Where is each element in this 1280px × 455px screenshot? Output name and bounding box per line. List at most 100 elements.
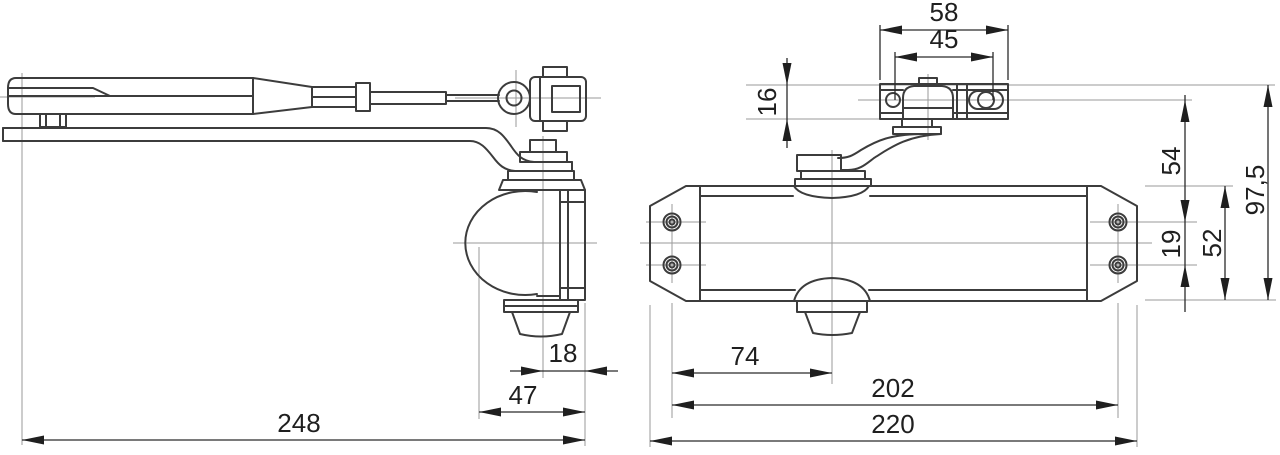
dim-arrow (1263, 85, 1273, 107)
dim-19: 19 (1156, 230, 1190, 287)
dim-arrow (650, 436, 672, 446)
mounting-hole-inner (1114, 218, 1122, 226)
dim-arrow (563, 435, 585, 445)
dim-label-18: 18 (549, 338, 578, 368)
front-view-arm (794, 133, 942, 187)
dim-label-202: 202 (871, 373, 914, 403)
dim-arrow (1220, 278, 1230, 300)
main-arm-step (7, 87, 111, 97)
dim-arrow (810, 368, 832, 378)
dim-97-5: 97,5 (1240, 85, 1273, 300)
body-outline (649, 185, 1138, 302)
front-arm-upper-edge (837, 133, 926, 159)
side-view-body (464, 189, 586, 338)
mounting-hole-mid (665, 258, 679, 272)
dim-label-58: 58 (930, 0, 959, 27)
rail-plate-dividers (956, 83, 968, 120)
dim-arrow (672, 368, 694, 378)
pivot-nut (39, 113, 67, 128)
dim-arrow (971, 52, 993, 62)
mounting-hole-inner (668, 261, 676, 269)
dim-arrow (880, 25, 902, 35)
dim-74: 74 (672, 341, 832, 378)
knuckle-top-tab (918, 77, 938, 87)
flat-arm-upper-edge (2, 127, 573, 163)
bottom-boss-foot (804, 311, 861, 336)
dim-arrow (895, 52, 917, 62)
front-view-body (649, 185, 1138, 336)
mounting-hole-mid (665, 215, 679, 229)
spindle-base (498, 179, 586, 191)
dim-label-16: 16 (752, 88, 782, 117)
bottom-spindle-boss (793, 277, 871, 302)
dim-label-220: 220 (871, 409, 914, 439)
mounting-hole-outer (662, 212, 682, 232)
side-view-lower-arm (2, 127, 573, 172)
mounting-hole-mid (1111, 215, 1125, 229)
front-arm-lower-edge (840, 133, 942, 171)
dim-label-45: 45 (930, 24, 959, 54)
clevis-inner (551, 85, 581, 113)
mounting-hole-mid (1111, 258, 1125, 272)
body-dome-links (536, 189, 561, 297)
adjust-collar (355, 82, 371, 112)
dim-arrow (479, 407, 501, 417)
rail-slot-screw (977, 91, 995, 109)
flat-arm-caps (2, 127, 573, 172)
dim-label-248: 248 (277, 408, 320, 438)
top-spindle-boss (793, 185, 870, 199)
knuckle-shaft-plate (892, 126, 942, 135)
arm-taper (252, 77, 313, 115)
arm-eye-inner (505, 89, 523, 107)
dim-248: 248 (22, 408, 585, 445)
dim-arrow (782, 119, 792, 141)
dim-arrow (563, 407, 585, 417)
front-arm-shoe (796, 154, 842, 172)
dim-arrow (22, 435, 44, 445)
dim-label-19: 19 (1156, 230, 1186, 259)
front-view-rail-bracket (879, 77, 1009, 135)
mounting-hole-inner (668, 218, 676, 226)
mounting-hole-inner (1114, 261, 1122, 269)
mounting-holes (662, 212, 1128, 275)
body-back-plate-lines (559, 189, 586, 301)
dim-18: 18 (510, 338, 618, 376)
dim-label-74: 74 (731, 341, 760, 371)
dim-arrow (521, 366, 543, 376)
threaded-rod (369, 91, 447, 105)
clevis-top-tab (542, 66, 568, 78)
side-view-arm (7, 66, 587, 132)
dim-arrow (1220, 186, 1230, 208)
dim-47: 47 (479, 380, 585, 417)
dim-220: 220 (650, 409, 1137, 446)
dim-arrow (585, 366, 607, 376)
dim-arrow (1096, 400, 1118, 410)
dim-arrow (1263, 278, 1273, 300)
clevis-bottom-tab (542, 120, 568, 132)
mounting-hole-outer (1108, 212, 1128, 232)
dim-label-54: 54 (1156, 147, 1186, 176)
mounting-hole-outer (1108, 255, 1128, 275)
mounting-hole-outer (662, 255, 682, 275)
dim-label-52: 52 (1197, 229, 1227, 258)
dim-58: 58 (879, 0, 1009, 80)
rail-plate (879, 83, 1009, 120)
dim-label-97-5: 97,5 (1240, 165, 1270, 216)
clevis-bracket (529, 76, 587, 122)
flat-arm-lower-edge (2, 140, 573, 172)
arm-shoe (507, 170, 575, 181)
side-view: 18 47 248 (0, 66, 618, 446)
dim-52: 52 (1197, 186, 1230, 300)
end-plate-boundaries (699, 185, 1088, 302)
spindle-washer (519, 151, 568, 163)
rail-round-hole (885, 92, 901, 108)
dim-arrow (1115, 436, 1137, 446)
dim-arrow (782, 63, 792, 85)
dim-label-47: 47 (509, 380, 538, 410)
dim-arrow (1180, 200, 1190, 222)
dim-arrow (1180, 100, 1190, 122)
body-foot (511, 311, 571, 338)
front-view: 58 45 16 54 19 (640, 0, 1276, 447)
dim-arrow (986, 25, 1008, 35)
